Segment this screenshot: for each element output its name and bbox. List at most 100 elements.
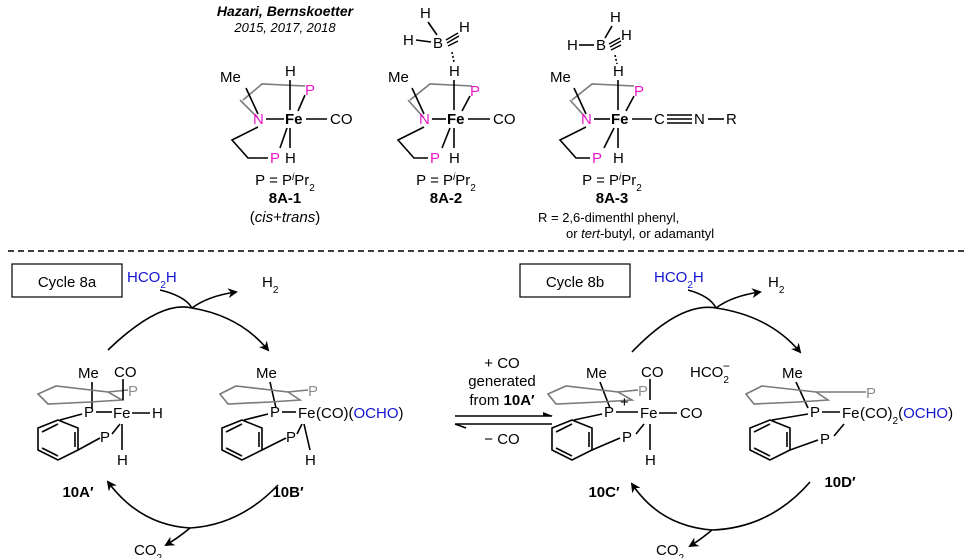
bridging-hydride: H xyxy=(613,63,624,80)
product-h2: H2 xyxy=(768,274,785,296)
cycle-arc xyxy=(711,481,811,531)
cycle-8a: Cycle 8a HCO2H H2 CO2 Me P CO P Fe H H xyxy=(11,263,404,558)
eq-line1: + CO xyxy=(484,355,519,372)
eq-line3: from 10A′ xyxy=(469,392,535,409)
isomer-note: (cis+trans) xyxy=(250,209,320,226)
phosphorus-bottom: P xyxy=(286,429,296,446)
cycle-title: Cycle 8b xyxy=(546,274,604,291)
ligand-def: P = PiPr2 xyxy=(582,172,642,194)
iron-atom: Fe xyxy=(447,111,465,128)
phosphorus-top: P xyxy=(128,383,138,400)
hydride-bottom: H xyxy=(117,452,128,469)
boron-atom: B xyxy=(596,37,606,54)
cycle-arc xyxy=(631,306,717,353)
compound-label: 8A-2 xyxy=(430,190,463,207)
complex-8a-3: H H B H Me N Fe H H C N R P P P = PiPr2 xyxy=(538,9,737,241)
equilibrium-link: + CO generated from 10A′ − CO xyxy=(454,355,553,448)
co-ligand: CO xyxy=(114,364,137,381)
iron-atom: Fe xyxy=(640,405,658,422)
methyl-label: Me xyxy=(78,365,99,382)
nitrogen-atom: N xyxy=(419,111,430,128)
r-definition-line1: R = 2,6-dimenthl phenyl, xyxy=(538,210,679,225)
co-ligand: CO xyxy=(330,111,353,128)
co-ligand: CO xyxy=(641,364,664,381)
r-group: R xyxy=(726,111,737,128)
boron-h: H xyxy=(621,27,632,44)
byproduct-co2: CO2 xyxy=(134,542,163,558)
isonitrile-nitrogen: N xyxy=(694,111,705,128)
phosphorus-bottom: P xyxy=(430,150,440,167)
nitrogen-atom: N xyxy=(253,111,264,128)
boron-h: H xyxy=(403,32,414,49)
cycle-arrow-top xyxy=(191,307,270,352)
phosphorus-bottom: P xyxy=(100,429,110,446)
ligand-def: P = PiPr2 xyxy=(416,172,476,194)
hydride-bottom: H xyxy=(645,452,656,469)
boron-h: H xyxy=(610,9,621,26)
methyl-label: Me xyxy=(550,69,571,86)
compound-label: 8A-1 xyxy=(269,190,302,207)
species-label: 10C′ xyxy=(588,484,620,501)
boron-h: H xyxy=(567,37,578,54)
header: Hazari, Bernskoetter 2015, 2017, 2018 xyxy=(217,3,355,35)
backbone-ring xyxy=(242,83,306,101)
cycle-title-box xyxy=(11,263,123,298)
cycle-8b: Cycle 8b HCO2H H2 CO2 HCO2− Me P CO P + … xyxy=(519,263,953,558)
hydride-right: H xyxy=(152,405,163,422)
cycle-arrow-bottom xyxy=(106,480,191,529)
cycle-arrow-top xyxy=(715,307,802,354)
species-10a-prime: Me P CO P Fe H H P 10A′ xyxy=(36,364,163,501)
compound-label: 8A-3 xyxy=(596,190,629,207)
iron-atom: Fe xyxy=(298,405,316,422)
iron-atom: Fe xyxy=(113,405,131,422)
species-10c-prime: Me P CO P + Fe CO H P 10C′ xyxy=(546,364,703,501)
iron-atom: Fe xyxy=(611,111,629,128)
fe-ligands: (CO)2(OCHO) xyxy=(860,405,953,427)
cycle-title-box xyxy=(519,263,631,298)
hydride-top: H xyxy=(285,63,296,80)
phosphorus-top: P xyxy=(866,385,876,402)
cycle-arc xyxy=(107,306,193,351)
r-definition-line2: or tert-butyl, or adamantyl xyxy=(566,226,714,241)
backbone-ring xyxy=(239,99,259,119)
byproduct-co2: CO2 xyxy=(656,542,685,558)
boron-h: H xyxy=(459,19,470,36)
species-label: 10A′ xyxy=(62,484,94,501)
counterion-formate: HCO2− xyxy=(690,359,730,386)
reagent-formic-acid: HCO2H xyxy=(127,269,177,291)
methyl-label: Me xyxy=(220,69,241,86)
phosphorus-center: P xyxy=(810,404,820,421)
complex-8a-2: H H B H Me N Fe H H CO P P P = PiPr2 8A-… xyxy=(388,5,516,207)
product-h2: H2 xyxy=(262,274,279,296)
species-label: 10D′ xyxy=(824,474,856,491)
phosphorus-bottom: P xyxy=(592,150,602,167)
isonitrile-carbon: C xyxy=(654,111,665,128)
species-10d-prime: Me P P Fe (CO)2(OCHO) P 10D′ xyxy=(744,365,953,491)
years-text: 2015, 2017, 2018 xyxy=(233,20,336,35)
ligand-def: P = PiPr2 xyxy=(255,172,315,194)
reagent-formic-acid: HCO2H xyxy=(654,269,704,291)
species-10b-prime: Me P P Fe (CO)(OCHO) H P 10B′ xyxy=(218,365,404,501)
ethylene-arm xyxy=(230,126,268,159)
methyl-label: Me xyxy=(586,365,607,382)
species-label: 10B′ xyxy=(272,484,304,501)
methyl-label: Me xyxy=(256,365,277,382)
phosphorus-top: P xyxy=(634,83,644,100)
phosphorus-bottom: P xyxy=(270,150,280,167)
eq-reverse: − CO xyxy=(484,431,519,448)
phosphorus-top: P xyxy=(308,383,318,400)
hydride-bottom: H xyxy=(285,150,296,167)
boron-atom: B xyxy=(433,35,443,52)
phosphorus-top: P xyxy=(470,83,480,100)
iron-atom: Fe xyxy=(285,111,303,128)
phosphorus-center: P xyxy=(604,404,614,421)
nitrogen-atom: N xyxy=(581,111,592,128)
cycle-title: Cycle 8a xyxy=(38,274,97,291)
co-ligand: CO xyxy=(493,111,516,128)
phosphorus-top: P xyxy=(638,383,648,400)
cycle-arrow-bottom xyxy=(630,482,713,531)
cycle-arc xyxy=(189,484,279,529)
hydride-bottom: H xyxy=(613,150,624,167)
bridging-hydride: H xyxy=(449,63,460,80)
